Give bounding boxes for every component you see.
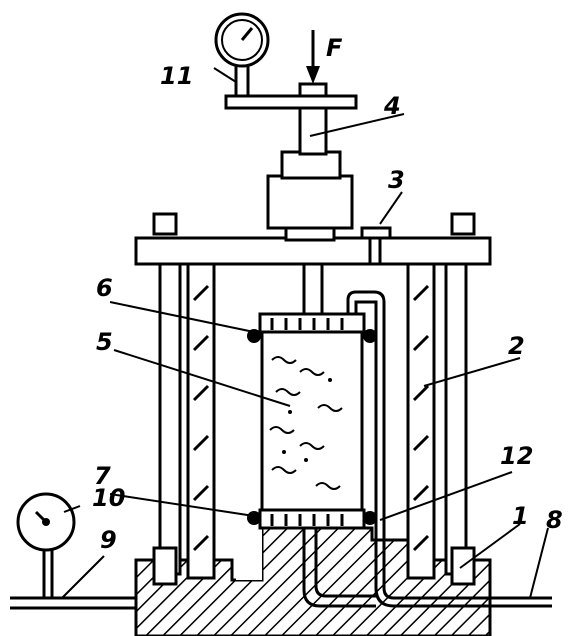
- label-4: 4: [383, 92, 401, 120]
- label-7: 7: [94, 462, 111, 490]
- pressure-gauge-top: [214, 12, 270, 68]
- label-10: 10: [92, 484, 125, 512]
- loading-piston: [266, 82, 354, 318]
- drainage-tube: [346, 290, 552, 608]
- label-8: 8: [546, 506, 563, 534]
- label-6: 6: [96, 274, 113, 302]
- label-9: 9: [100, 526, 117, 554]
- leader-lines: [61, 67, 549, 599]
- label-11: 11: [160, 62, 193, 90]
- bottom-drain-pipe: [302, 528, 376, 608]
- label-5: 5: [96, 328, 113, 356]
- cell-wall-right: [406, 260, 436, 580]
- label-12: 12: [500, 442, 533, 470]
- label-3: 3: [388, 166, 405, 194]
- top-cap: [247, 312, 377, 343]
- label-1: 1: [512, 502, 529, 530]
- force-arrow: [306, 30, 320, 84]
- valve: [360, 226, 392, 266]
- bottom-pedestal: [247, 508, 377, 530]
- label-force: F: [326, 34, 343, 62]
- pressure-gauge-left: [16, 492, 76, 552]
- cell-wall-left: [186, 260, 216, 580]
- top-cover-plate: [134, 236, 492, 266]
- base-block: [134, 526, 492, 636]
- soil-specimen: [260, 328, 364, 516]
- label-2: 2: [508, 332, 525, 360]
- cell-pressure-pipe: [10, 550, 136, 610]
- tie-rod-left: [152, 212, 182, 586]
- tie-rod-right: [444, 212, 476, 586]
